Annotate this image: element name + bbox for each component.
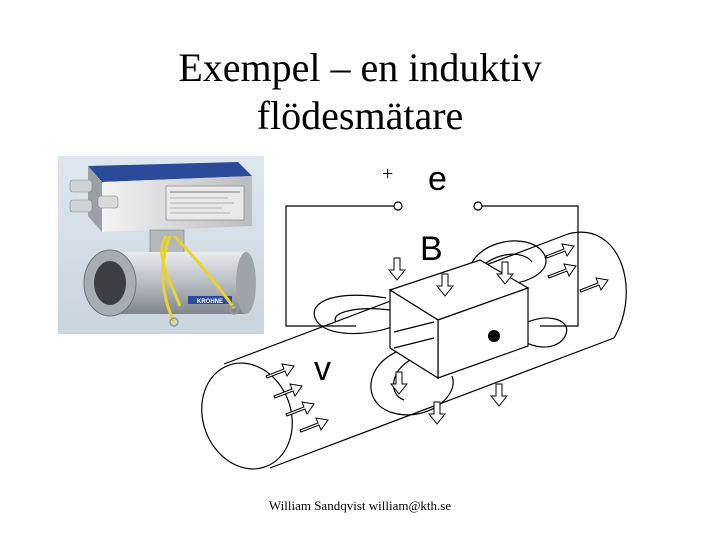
field-label: B xyxy=(420,230,443,268)
terminal-plus xyxy=(394,202,402,210)
title-line-2: flödesmätare xyxy=(0,92,720,140)
velocity-label: v xyxy=(314,350,331,388)
flowmeter-schematic: + e B v xyxy=(190,150,650,480)
electrode-dot xyxy=(488,330,500,342)
terminal-minus xyxy=(474,202,482,210)
emf-label: e xyxy=(428,160,447,198)
slide-title: Exempel – en induktiv flödesmätare xyxy=(0,44,720,140)
title-line-1: Exempel – en induktiv xyxy=(0,44,720,92)
footer-credit: William Sandqvist william@kth.se xyxy=(0,498,720,514)
plus-label: + xyxy=(382,163,393,185)
